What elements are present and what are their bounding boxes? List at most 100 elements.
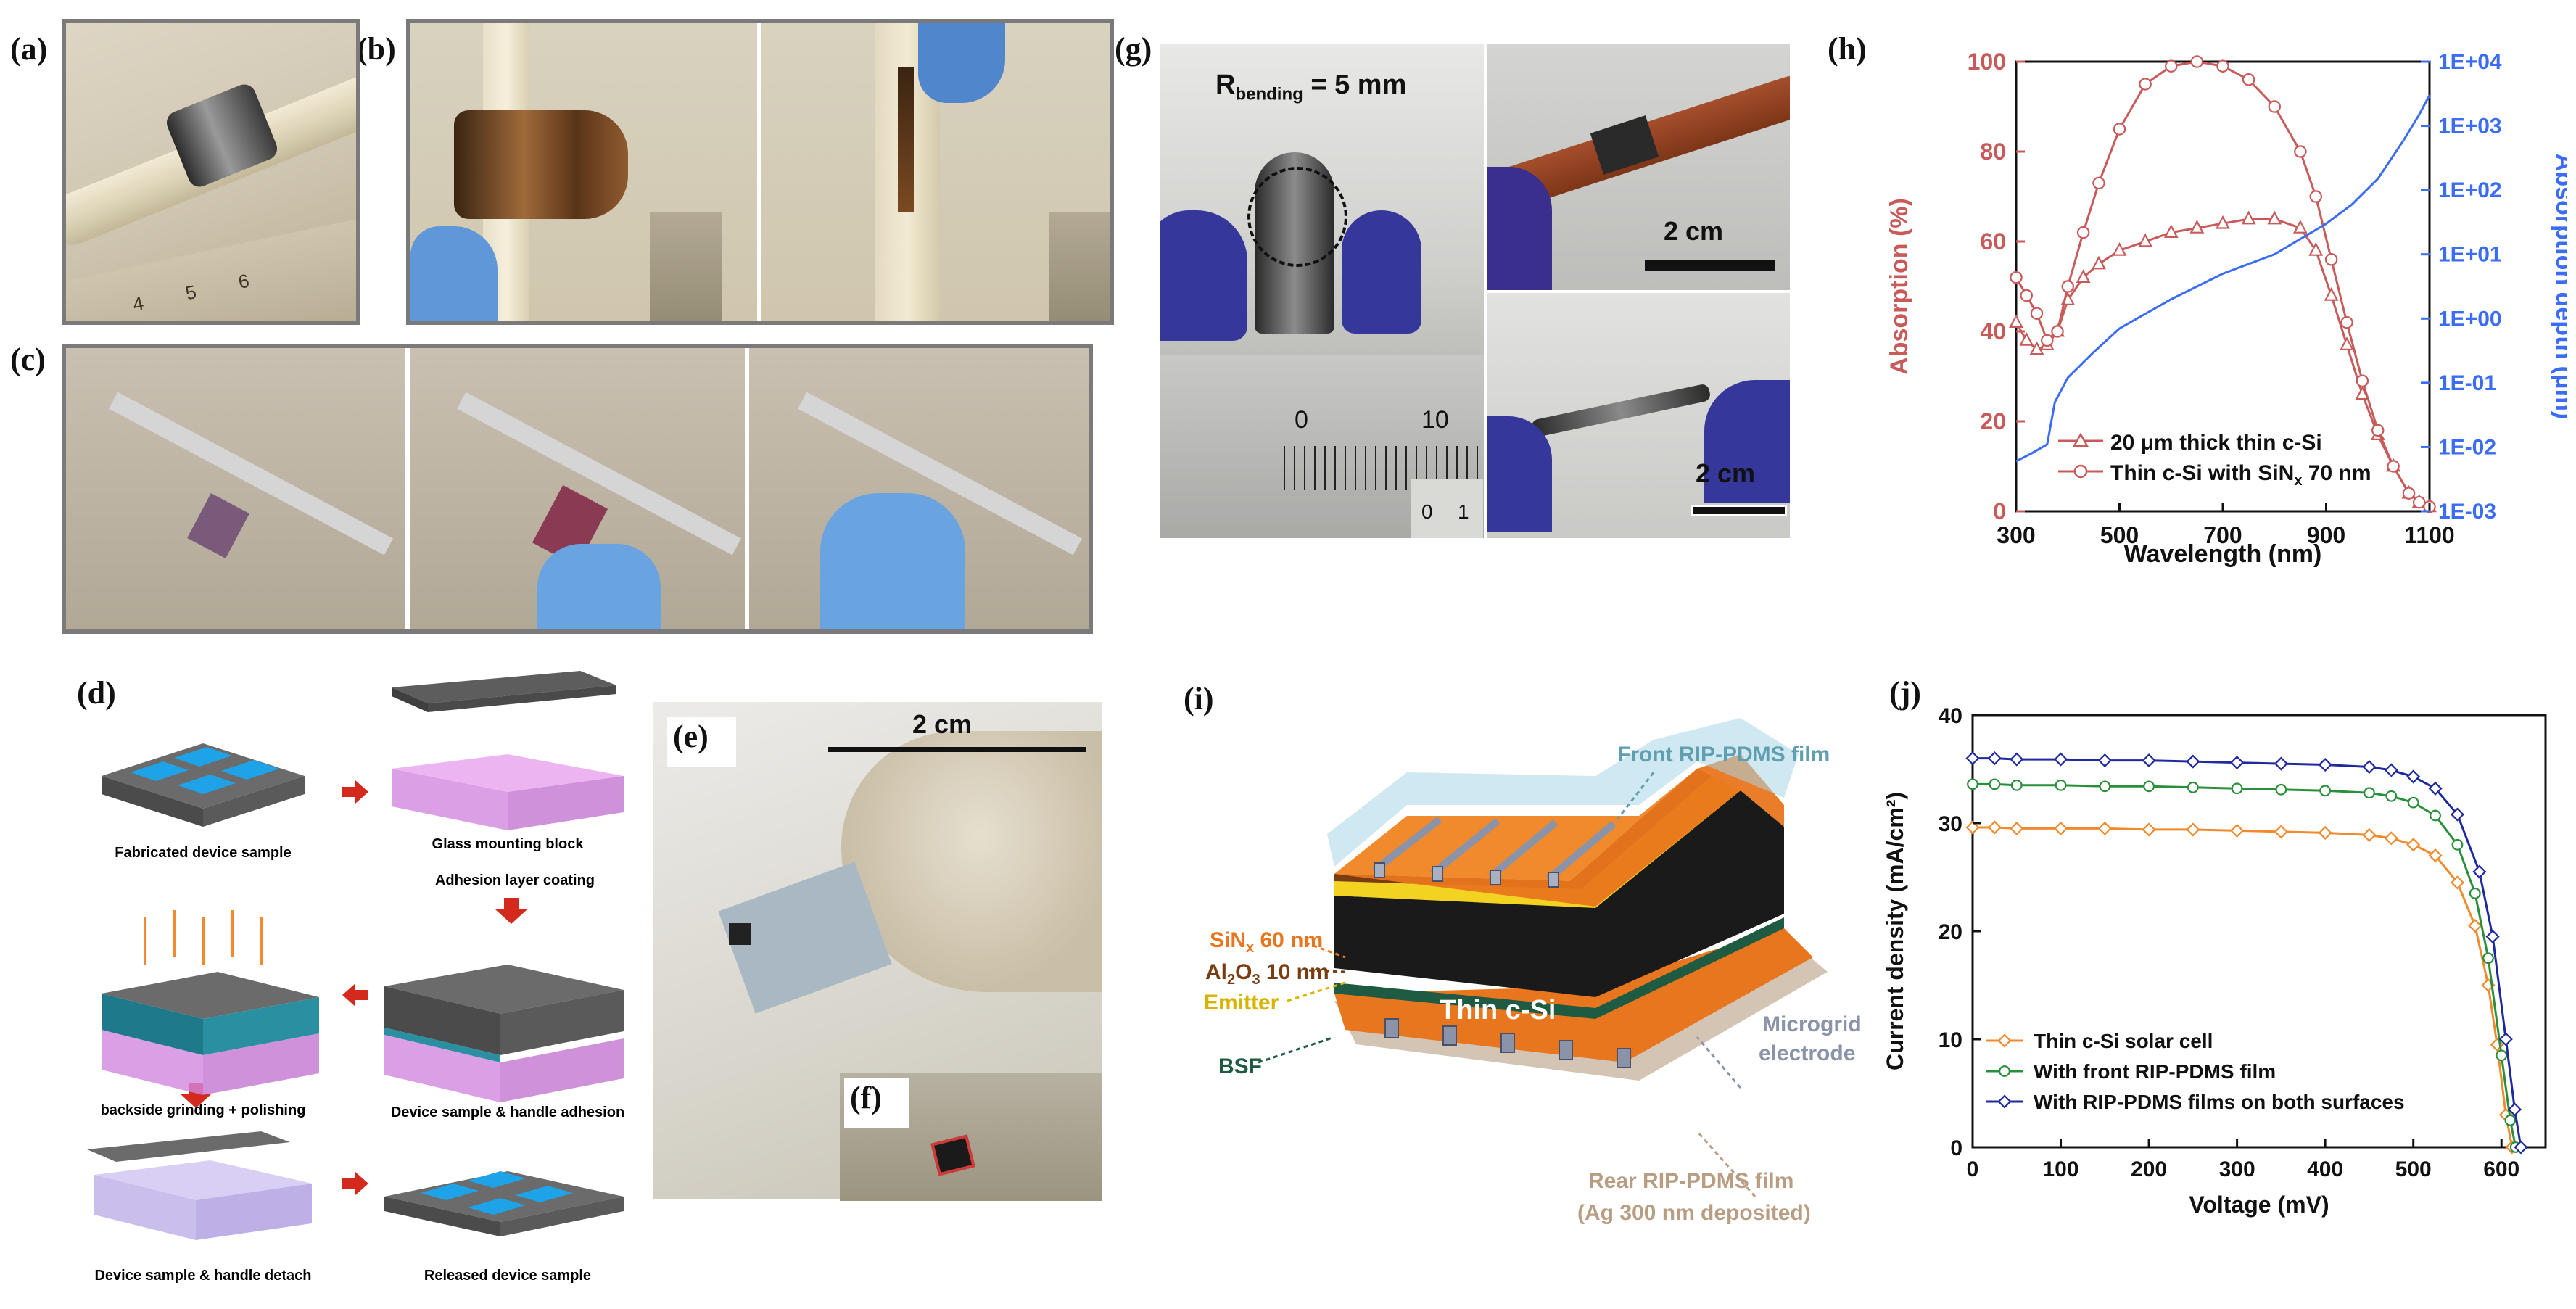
panel-label-h: (h)	[1828, 31, 1867, 67]
photo-b	[406, 19, 1114, 325]
front-grid	[1371, 817, 1617, 888]
point-j-1-12	[2407, 796, 2419, 809]
point-h-1-21	[2387, 460, 2400, 473]
point-h-1-22	[2402, 487, 2416, 500]
ytick-label-h-2: 40	[1980, 318, 2006, 344]
panel-label-c: (c)	[10, 342, 46, 377]
point-j-2-0	[1965, 751, 1980, 766]
caption-handle-adhesion: Device sample & handle adhesion	[391, 1104, 624, 1120]
point-j-0-12	[2406, 838, 2421, 852]
scissors-2	[457, 392, 741, 556]
bending-text: Rbending = 5 mm	[1215, 70, 1406, 105]
point-j-1-16	[2482, 952, 2494, 965]
label-sinx-sub: x	[1246, 940, 1254, 956]
label-grid-2: electrode	[1759, 1041, 1855, 1065]
chips	[131, 747, 279, 794]
caliper-mark-0: 0	[1295, 406, 1308, 434]
ytick-label-h-3: 60	[1980, 228, 2006, 255]
point-h-0-10	[2163, 224, 2179, 238]
y2tick-label-h-7: 1E+04	[2438, 50, 2502, 74]
ylabel-j: Current density (mA/cm²)	[1882, 792, 1908, 1070]
label-rear-1: Rear RIP-PDMS film	[1588, 1169, 1793, 1193]
vernier-mark-1: 1	[1458, 500, 1469, 523]
point-j-0-1	[1987, 820, 2002, 835]
photo-c-divider-2	[745, 348, 749, 629]
xtick-label-h-4: 1100	[2404, 522, 2454, 548]
point-h-0-6	[2076, 269, 2091, 283]
legend-series-2: Thin c-Si with SiNx 70 nm	[2110, 461, 2371, 489]
ytick-label-h-4: 80	[1980, 139, 2006, 165]
point-h-1-4	[2051, 325, 2064, 338]
xtick-label-j-5: 500	[2395, 1157, 2432, 1181]
glove-g3	[1487, 416, 1552, 532]
label-al2o3: Al2O3 10 nm	[1205, 960, 1329, 988]
xtick-label-h-3: 900	[2307, 522, 2345, 548]
ruler-right	[1049, 212, 1110, 321]
photo-a: 456	[62, 19, 360, 325]
step-grinding	[102, 910, 319, 1095]
point-j-0-9	[2318, 825, 2332, 840]
point-j-0-6	[2186, 822, 2200, 837]
legend-marker-triangle	[2072, 432, 2089, 447]
legend-marker-circle	[2073, 464, 2088, 479]
legend-marker-j-0	[1997, 1033, 2012, 1048]
xtick-label-h-1: 500	[2100, 522, 2139, 548]
label-al2o3-sub2: 3	[1252, 972, 1260, 988]
glove-right	[918, 23, 1005, 103]
point-j-1-8	[2275, 783, 2287, 796]
point-j-0-8	[2274, 825, 2288, 839]
rear-grid	[1384, 1018, 1631, 1068]
ylabel-h: Absorption (%)	[1886, 198, 1913, 375]
solar-chip	[930, 1134, 975, 1176]
xtick-label-h-2: 700	[2203, 522, 2242, 548]
xlabel-j: Voltage (mV)	[2189, 1192, 2329, 1218]
legend-label-j-0: Thin c-Si solar cell	[2034, 1030, 2213, 1052]
step-released	[384, 1171, 624, 1236]
point-h-1-15	[2294, 145, 2307, 158]
bending-value: = 5 mm	[1303, 70, 1407, 100]
label-al2o3-sub1: 2	[1227, 972, 1235, 988]
photo-g-bottom: 2 cm	[1487, 293, 1790, 538]
ruler-left	[650, 212, 722, 321]
step-fabricated-device	[102, 743, 305, 827]
point-h-1-16	[2309, 190, 2322, 203]
point-j-2-9	[2318, 757, 2332, 772]
point-j-1-7	[2231, 782, 2243, 795]
point-h-0-7	[2092, 255, 2106, 270]
arrow-left-1	[342, 983, 368, 1007]
point-j-0-13	[2428, 848, 2443, 863]
series-line-j-1	[1973, 782, 2517, 1148]
legend-h: 20 μm thick thin c-Si Thin c-Si with SiN…	[2058, 431, 2371, 489]
point-j-2-18	[2507, 1102, 2522, 1117]
point-h-0-2	[2029, 341, 2044, 355]
scale-text-e: 2 cm	[912, 709, 973, 739]
ytick-label-j-4: 40	[1939, 704, 1962, 728]
point-h-0-16	[2308, 242, 2324, 256]
panel-i-diagram: Thin c-Si Front RIP-PDMS film SiNx 60 nm…	[1204, 718, 1862, 1225]
point-h-1-23	[2412, 495, 2426, 509]
y2tick-label-h-2: 1E-01	[2438, 371, 2496, 395]
xtick-label-j-4: 400	[2307, 1157, 2343, 1181]
point-h-0-9	[2138, 233, 2153, 247]
point-j-2-8	[2274, 756, 2288, 771]
point-j-2-16	[2485, 929, 2500, 944]
xtick-label-j-3: 300	[2219, 1157, 2255, 1181]
ytick-label-h-1: 20	[1980, 408, 2006, 434]
point-h-1-20	[2371, 424, 2385, 437]
glove-left	[410, 226, 498, 321]
glove-g-right	[1342, 210, 1421, 334]
point-h-1-18	[2340, 315, 2353, 329]
point-h-0-17	[2324, 287, 2339, 301]
point-h-1-1	[2020, 289, 2034, 302]
point-j-1-11	[2385, 790, 2398, 802]
series-group-j	[1965, 751, 2528, 1155]
scale-bar-g-top	[1645, 260, 1775, 271]
arrow-down-2	[180, 1083, 212, 1108]
point-h-0-8	[2112, 242, 2127, 256]
legend-series-1: 20 μm thick thin c-Si	[2110, 431, 2322, 455]
arrow-down-1	[495, 898, 527, 924]
point-j-1-15	[2469, 887, 2481, 899]
point-h-0-0	[2009, 314, 2023, 328]
